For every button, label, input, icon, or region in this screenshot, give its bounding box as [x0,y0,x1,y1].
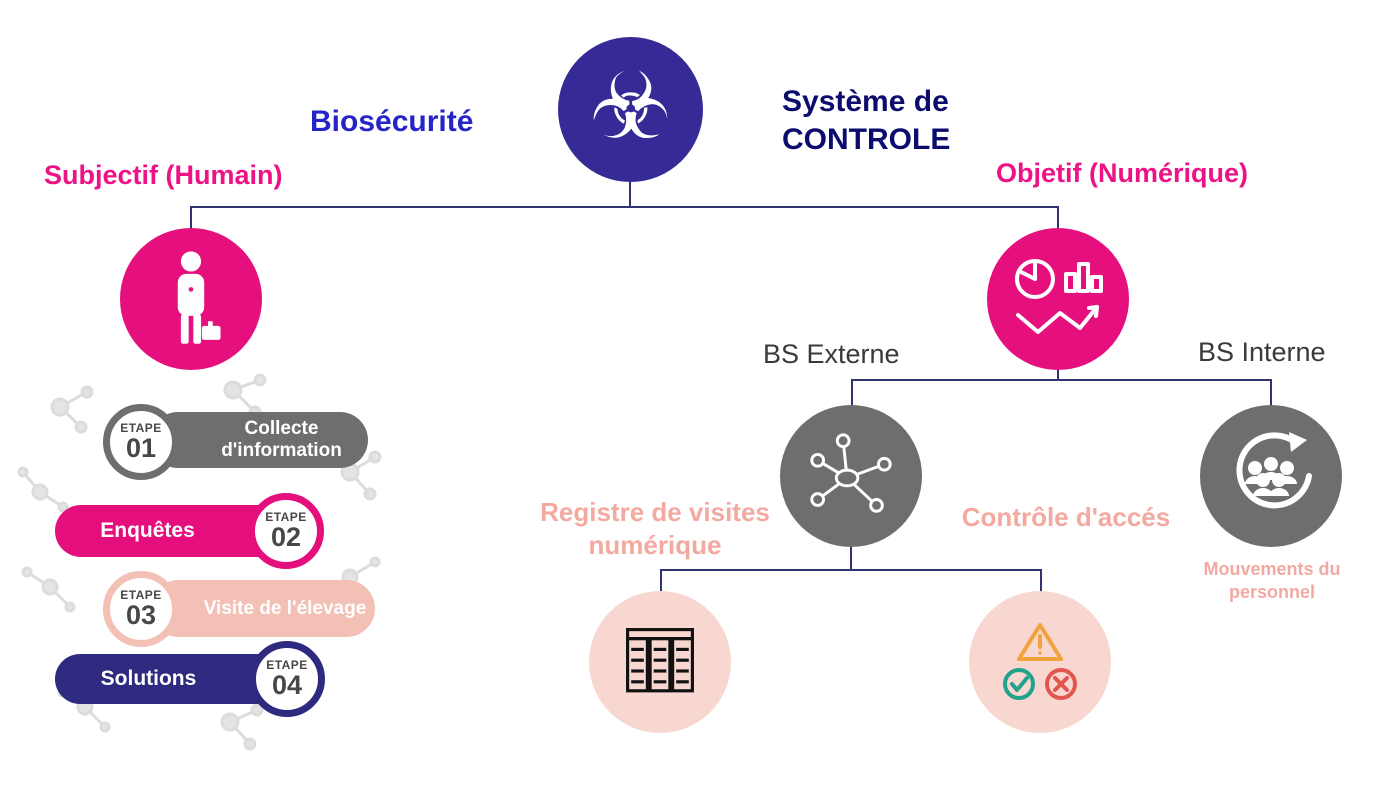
registre-label: Registre de visites numérique [540,497,770,560]
charts-icon [1015,259,1103,334]
etape-01-banner: Collecte d'information [150,412,368,468]
etape-04-word: ETAPE [266,657,308,672]
controle-acces-circle [969,591,1111,733]
etape-04-banner: Solutions [55,654,287,704]
tree-connector [660,569,1042,571]
etape-02-number: 02 [270,521,302,552]
bs-interne-circle [1200,405,1342,547]
tree-connector [190,206,192,230]
etape-03-banner: Visite de l'élevage [150,580,375,637]
tree-connector [851,379,1271,381]
etape-03-circle: ETAPE 03 [103,571,179,647]
human-node-circle [120,228,262,370]
tree-connector [629,182,631,207]
tree-connector [190,206,1059,208]
etape-01-label: Collecte d'information [221,418,342,461]
objectif-label: Objetif (Numérique) [996,158,1249,188]
biohazard-icon: ☣ [589,52,672,160]
table-register-icon [626,628,694,693]
etape-01-number: 01 [125,432,157,463]
etape-03-label: Visite de l'élevage [203,597,367,619]
etape-02-word: ETAPE [265,509,307,524]
network-icon [810,433,892,513]
etape-02-label: Enquêtes [100,518,195,542]
subjectif-label: Subjectif (Humain) [44,160,283,190]
tree-connector [1057,370,1059,381]
systeme-controle-title: Système de CONTROLE [782,85,951,156]
tree-connector [851,379,853,406]
access-warning-check-icon [1003,623,1077,700]
etape-03-word: ETAPE [120,587,162,602]
controle-acces-label: Contrôle d'accés [961,502,1171,532]
registre-circle [589,591,731,733]
etape-03-number: 03 [125,599,157,630]
people-rotation-icon [1236,432,1312,509]
etape-02-banner: Enquêtes [55,505,285,557]
etape-01-word: ETAPE [120,420,162,435]
etape-04-label: Solutions [100,666,197,690]
digital-node-circle [987,228,1129,370]
person-icon [177,250,221,344]
bs-interne-label: BS Interne [1198,337,1326,367]
biosecurite-title: Biosécurité [310,105,474,138]
tree-connector [1270,379,1272,406]
etape-04-number: 04 [271,669,303,700]
tree-connector [1040,569,1042,592]
tree-connector [1057,206,1059,230]
etape-04-circle: ETAPE 04 [249,641,325,717]
bs-externe-label: BS Externe [763,339,900,369]
tree-connector [660,569,662,592]
molecule-decoration [17,373,382,751]
root-node-circle: ☣ [558,37,703,182]
bs-externe-circle [780,405,922,547]
mouvements-label: Mouvements du personnel [1203,559,1341,603]
tree-connector [850,547,852,571]
etape-01-circle: ETAPE 01 [103,404,179,480]
etape-02-circle: ETAPE 02 [248,493,324,569]
